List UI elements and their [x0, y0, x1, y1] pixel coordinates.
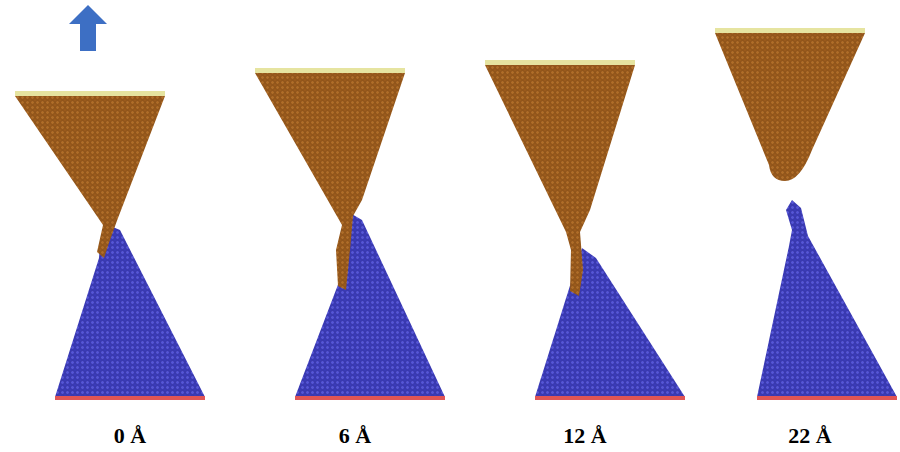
pull-arrow: [69, 5, 107, 51]
displacement-label: 12 Å: [563, 424, 606, 448]
snapshot-12: [485, 60, 685, 400]
displacement-label: 22 Å: [788, 424, 831, 448]
displacement-label: 0 Å: [114, 424, 146, 448]
snapshot-0: [15, 91, 205, 400]
displacement-label: 6 Å: [339, 424, 371, 448]
snapshot-6: [255, 68, 445, 400]
snapshot-22: [715, 28, 897, 400]
